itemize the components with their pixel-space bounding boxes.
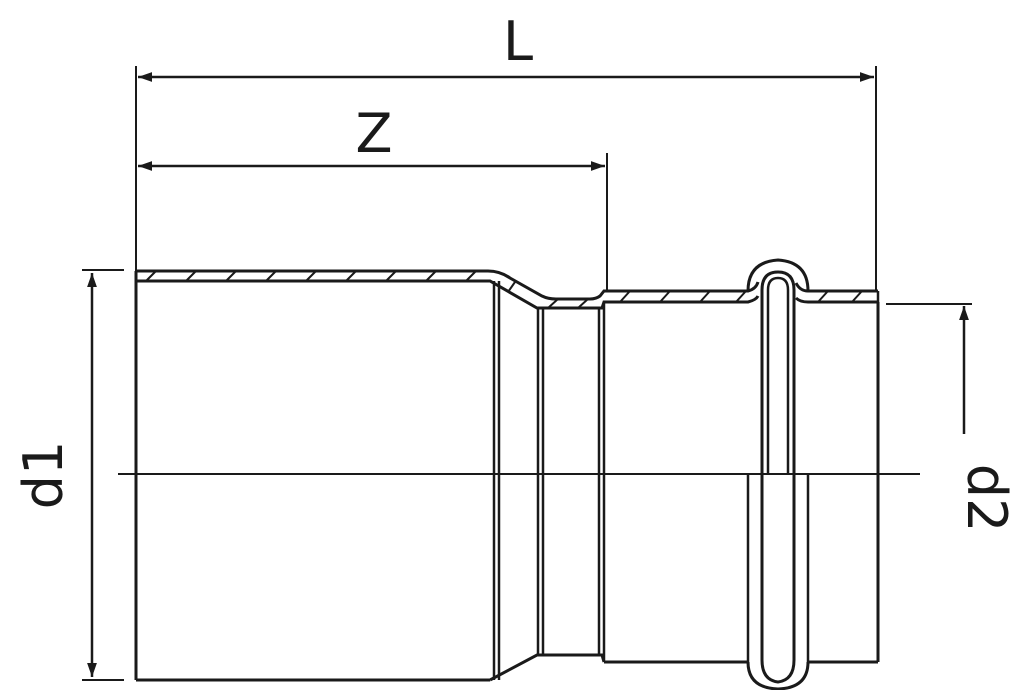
extension-lines	[82, 66, 972, 681]
large-bore-section	[134, 271, 501, 682]
small-bore-section	[604, 302, 880, 664]
taper-neck	[489, 302, 606, 682]
dimension-label-d1: d1	[12, 441, 75, 510]
dimension-label-z: Z	[356, 102, 393, 165]
dimension-label-d2: d2	[955, 464, 1018, 533]
dimension-label-l: L	[503, 10, 533, 73]
sealing-ring-bead	[746, 258, 810, 690]
